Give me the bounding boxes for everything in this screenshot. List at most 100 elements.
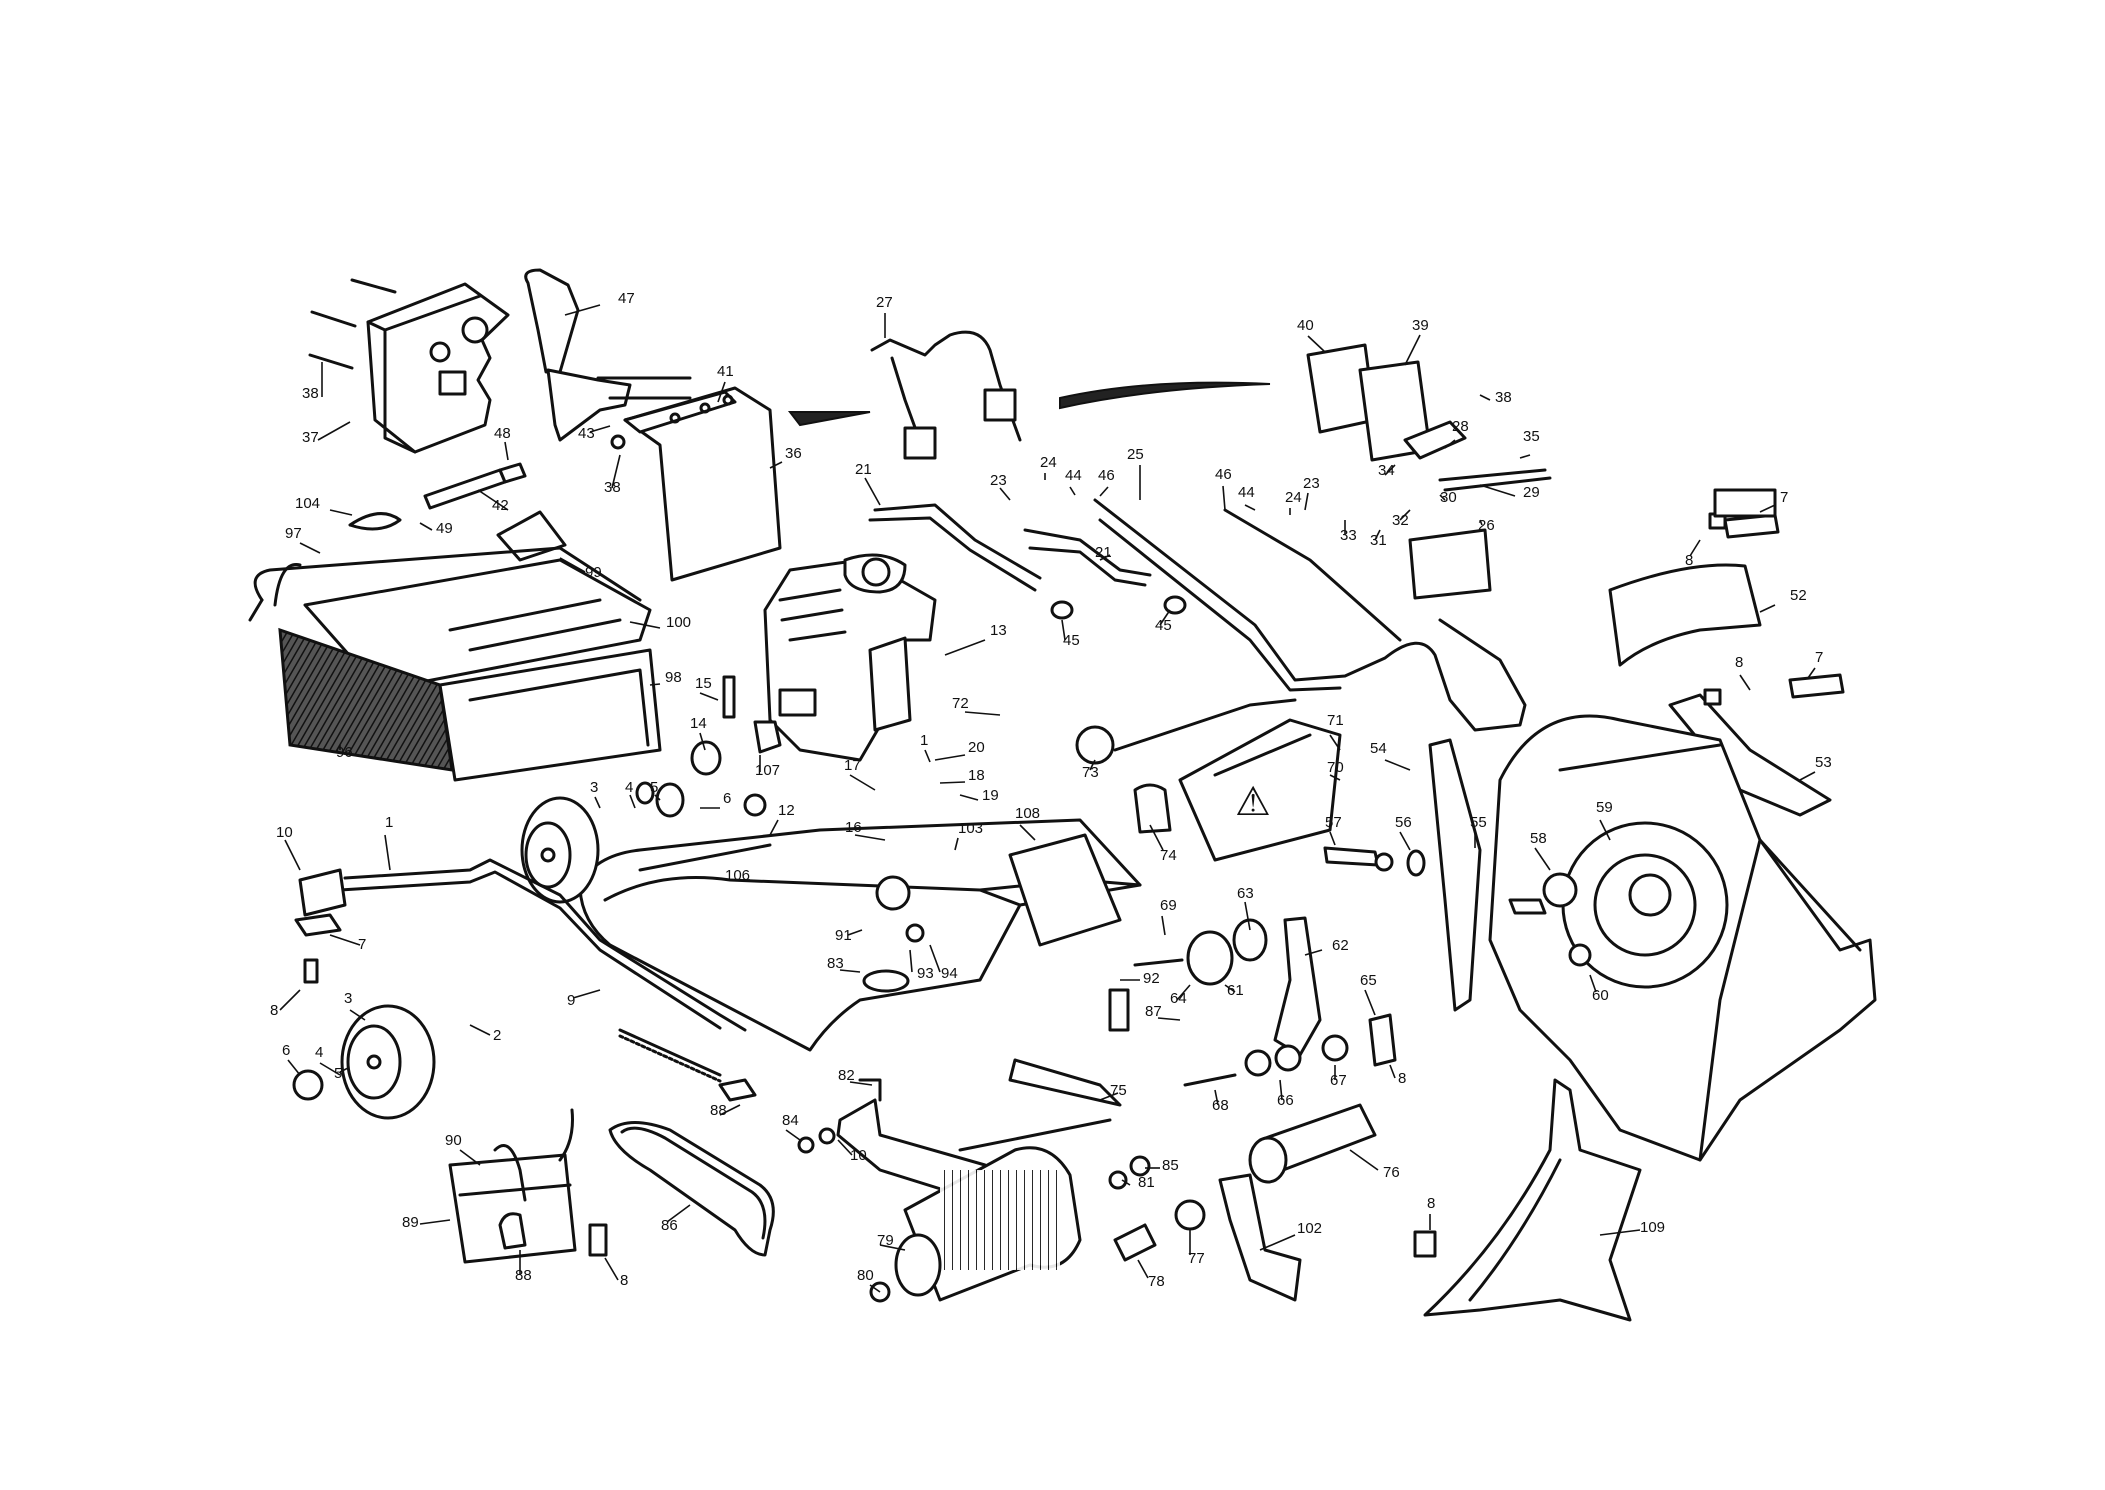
- cutter-housing-part: [1488, 513, 1877, 1162]
- part-callout-number: 13: [990, 622, 1007, 639]
- part-callout-number: 68: [1212, 1097, 1229, 1114]
- part-callout-number: 88: [710, 1102, 727, 1119]
- callout-leader-line: [849, 1081, 873, 1086]
- callout-leader-line: [604, 1257, 619, 1281]
- callout-leader-line: [666, 1204, 691, 1223]
- part-callout-number: 55: [1470, 814, 1487, 831]
- callout-leader-line: [477, 489, 509, 511]
- callout-leader-line: [329, 509, 353, 516]
- part-callout-number: 52: [1790, 587, 1807, 604]
- callout-leader-line: [564, 304, 601, 316]
- part-callout-number: 18: [968, 767, 985, 784]
- part-callout-number: 87: [1145, 1003, 1162, 1020]
- mower-deck-part: [578, 818, 1142, 1052]
- part-callout-number: 78: [1148, 1273, 1165, 1290]
- callout-leader-line: [1439, 494, 1446, 501]
- axle-rod-part: [294, 858, 747, 1032]
- part-callout-number: 38: [604, 479, 621, 496]
- part-callout-number: 71: [1327, 712, 1344, 729]
- part-callout-number: 37: [302, 429, 319, 446]
- part-callout-number: 82: [838, 1067, 855, 1084]
- part-callout-number: 7: [1780, 489, 1788, 506]
- callout-leader-line: [1589, 974, 1597, 993]
- part-callout-number: 99: [585, 564, 602, 581]
- callout-leader-line: [719, 1104, 741, 1116]
- part-callout-number: 27: [876, 294, 893, 311]
- part-callout-number: 8: [1427, 1195, 1435, 1212]
- part-callout-number: 38: [1495, 389, 1512, 406]
- callout-leader-line: [419, 1219, 451, 1225]
- callout-leader-line: [629, 621, 661, 629]
- part-callout-number: 102: [1297, 1220, 1322, 1237]
- part-callout-number: 44: [1065, 467, 1082, 484]
- part-callout-number: 6: [282, 1042, 290, 1059]
- callout-leader-line: [1304, 949, 1323, 956]
- callout-leader-line: [1121, 1179, 1131, 1186]
- part-callout-number: 103: [958, 820, 983, 837]
- part-callout-number: 74: [1160, 847, 1177, 864]
- part-callout-number: 56: [1395, 814, 1412, 831]
- part-callout-number: 36: [785, 445, 802, 462]
- part-callout-number: 41: [717, 363, 734, 380]
- part-callout-number: 49: [436, 520, 453, 537]
- callout-leader-line: [879, 1244, 906, 1251]
- part-callout-number: 72: [952, 695, 969, 712]
- callout-leader-line: [419, 522, 433, 531]
- callout-leader-line: [1019, 824, 1036, 841]
- callout-leader-line: [1374, 529, 1381, 541]
- drive-belt-part: [608, 1028, 775, 1257]
- callout-leader-line: [1176, 984, 1191, 1001]
- part-callout-number: 14: [690, 715, 707, 732]
- callout-leader-line: [959, 794, 979, 801]
- part-callout-number: 15: [695, 675, 712, 692]
- part-callout-number: 70: [1327, 759, 1344, 776]
- part-callout-number: 106: [725, 867, 750, 884]
- part-callout-number: 45: [1063, 632, 1080, 649]
- part-callout-number: 7: [358, 936, 366, 953]
- rear-wheel-part: [292, 781, 685, 1120]
- callout-leader-line: [629, 794, 636, 809]
- roller-frame-part: [836, 1058, 1377, 1303]
- callout-leader-line: [1799, 771, 1816, 781]
- part-callout-number: 10: [276, 824, 293, 841]
- part-callout-number: 45: [1155, 617, 1172, 634]
- callout-leader-line: [654, 794, 661, 801]
- callout-leader-line: [717, 381, 726, 403]
- handle-sketch-part: [787, 330, 1271, 460]
- callout-leader-line: [1479, 519, 1483, 526]
- callout-leader-line: [589, 425, 611, 433]
- callout-leader-line: [1061, 619, 1066, 641]
- callout-leader-line: [1364, 989, 1376, 1016]
- part-callout-number: 81: [1138, 1174, 1155, 1191]
- part-callout-number: 39: [1412, 317, 1429, 334]
- parts-layer: ⚠: [248, 268, 1877, 1322]
- callout-leader-line: [284, 839, 301, 871]
- callout-leader-line: [349, 1009, 366, 1021]
- callout-leader-line: [1069, 486, 1076, 496]
- callout-leader-line: [1349, 1149, 1379, 1171]
- callout-leader-line: [1244, 901, 1251, 931]
- callout-leader-line: [1304, 492, 1309, 511]
- cover-plate-part: [623, 386, 782, 582]
- callout-leader-line: [1157, 1017, 1181, 1021]
- warning-triangle-icon: ⚠: [1235, 779, 1271, 825]
- callout-leader-line: [1159, 609, 1171, 626]
- part-callout-number: 1: [385, 814, 393, 831]
- part-callout-number: 69: [1160, 897, 1177, 914]
- part-callout-number: 48: [494, 425, 511, 442]
- callout-leader-line: [1329, 774, 1341, 781]
- part-callout-number: 10: [850, 1147, 867, 1164]
- callout-leader-line: [317, 421, 351, 441]
- part-callout-number: 4: [625, 779, 633, 796]
- part-callout-number: 8: [1398, 1070, 1406, 1087]
- callout-leader-line: [954, 837, 959, 851]
- callout-leader-line: [944, 639, 986, 656]
- callout-leader-line: [1161, 915, 1166, 936]
- part-callout-number: 30: [1440, 489, 1457, 506]
- lever-part: [524, 268, 692, 450]
- part-callout-number: 17: [844, 757, 861, 774]
- link-arm-part: [1133, 916, 1397, 1087]
- control-box-part: [308, 278, 510, 454]
- callout-leader-line: [1519, 454, 1531, 459]
